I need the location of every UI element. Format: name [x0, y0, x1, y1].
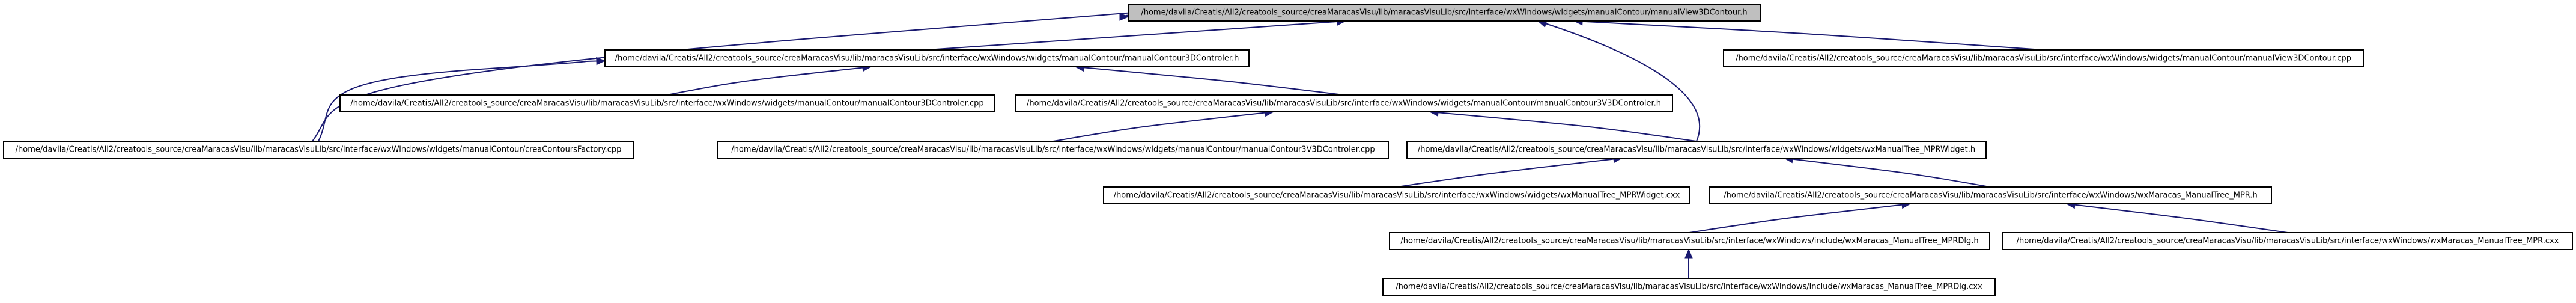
node-label: /home/davila/Creatis/All2/creatools_sour… — [1736, 54, 2351, 63]
dependency-edge — [1537, 20, 1701, 142]
dependency-edge — [1053, 108, 1275, 142]
node-manualview3dcontour-cpp[interactable]: /home/davila/Creatis/All2/creatools_sour… — [1723, 49, 2364, 67]
node-label: /home/davila/Creatis/All2/creatools_sour… — [1724, 191, 2257, 200]
edge-arrowhead — [1119, 13, 1129, 21]
node-manualcontour3dcontroler-cpp[interactable]: /home/davila/Creatis/All2/creatools_sour… — [339, 94, 995, 112]
edge-arrowhead — [596, 57, 606, 66]
node-label: /home/davila/Creatis/All2/creatools_sour… — [16, 145, 622, 155]
node-label: /home/davila/Creatis/All2/creatools_sour… — [731, 145, 1375, 155]
dependency-edge — [926, 17, 1347, 50]
node-manualcontour3v3dcontroler-cpp[interactable]: /home/davila/Creatis/All2/creatools_sour… — [717, 141, 1389, 159]
node-wxmaracas-manualtree-mpr-h[interactable]: /home/davila/Creatis/All2/creatools_sour… — [1709, 186, 2272, 204]
node-label: /home/davila/Creatis/All2/creatools_sour… — [1400, 237, 1978, 246]
node-label: /home/davila/Creatis/All2/creatools_sour… — [615, 54, 1239, 63]
edge-line — [1075, 66, 1344, 96]
node-label: /home/davila/Creatis/All2/creatools_sour… — [350, 99, 983, 108]
dependency-edge — [1783, 155, 1991, 188]
dependency-edge — [318, 57, 606, 142]
edge-line — [1537, 20, 1701, 142]
edge-line — [1429, 111, 1697, 142]
node-creacontoursfactory-cpp[interactable]: /home/davila/Creatis/All2/creatools_sour… — [3, 141, 634, 159]
node-wxmanualtree-mprwidget-cxx[interactable]: /home/davila/Creatis/All2/creatools_sour… — [1103, 186, 1690, 204]
dependency-edge — [2065, 201, 2288, 233]
node-label: /home/davila/Creatis/All2/creatools_sour… — [1418, 145, 1975, 155]
edge-line — [1784, 158, 1991, 188]
node-wxmanualtree-mprwidget-h[interactable]: /home/davila/Creatis/All2/creatools_sour… — [1406, 141, 1987, 159]
edge-line — [318, 60, 606, 142]
dependency-edge — [1684, 248, 1693, 278]
edge-arrowhead — [1684, 248, 1693, 259]
edge-line — [1396, 158, 1623, 188]
node-wxmaracas-manualtree-mprdlg-cxx[interactable]: /home/davila/Creatis/All2/creatools_sour… — [1382, 278, 1996, 296]
node-manualview3dcontour-h[interactable]: /home/davila/Creatis/All2/creatools_sour… — [1128, 4, 1761, 22]
dependency-edge — [1573, 17, 2044, 50]
dependency-edge — [312, 8, 1177, 142]
edge-line — [2066, 203, 2288, 233]
node-label: /home/davila/Creatis/All2/creatools_sour… — [2017, 237, 2559, 246]
dependency-edge — [1689, 200, 1912, 233]
edge-line — [1573, 20, 2044, 50]
dependency-edge — [1396, 155, 1623, 188]
node-layer: /home/davila/Creatis/All2/creatools_sour… — [3, 4, 2573, 296]
node-label: /home/davila/Creatis/All2/creatools_sour… — [1141, 8, 1747, 17]
edge-line — [926, 20, 1346, 50]
edge-line — [312, 8, 1177, 142]
node-wxmaracas-manualtree-mprdlg-h[interactable]: /home/davila/Creatis/All2/creatools_sour… — [1389, 232, 1990, 250]
dependency-edge — [1074, 63, 1344, 96]
edge-line — [666, 66, 872, 96]
dependency-edge — [1429, 108, 1697, 142]
node-wxmaracas-manualtree-mpr-cxx[interactable]: /home/davila/Creatis/All2/creatools_sour… — [2002, 232, 2573, 250]
edge-line — [1689, 203, 1911, 233]
node-label: /home/davila/Creatis/All2/creatools_sour… — [1396, 283, 1982, 292]
edge-line — [1053, 111, 1274, 142]
dependency-edge — [666, 63, 872, 96]
node-label: /home/davila/Creatis/All2/creatools_sour… — [1027, 99, 1661, 108]
node-manualcontour3dcontroler-h[interactable]: /home/davila/Creatis/All2/creatools_sour… — [604, 49, 1250, 67]
node-manualcontour3v3dcontroler-h[interactable]: /home/davila/Creatis/All2/creatools_sour… — [1015, 94, 1673, 112]
node-label: /home/davila/Creatis/All2/creatools_sour… — [1114, 191, 1680, 200]
